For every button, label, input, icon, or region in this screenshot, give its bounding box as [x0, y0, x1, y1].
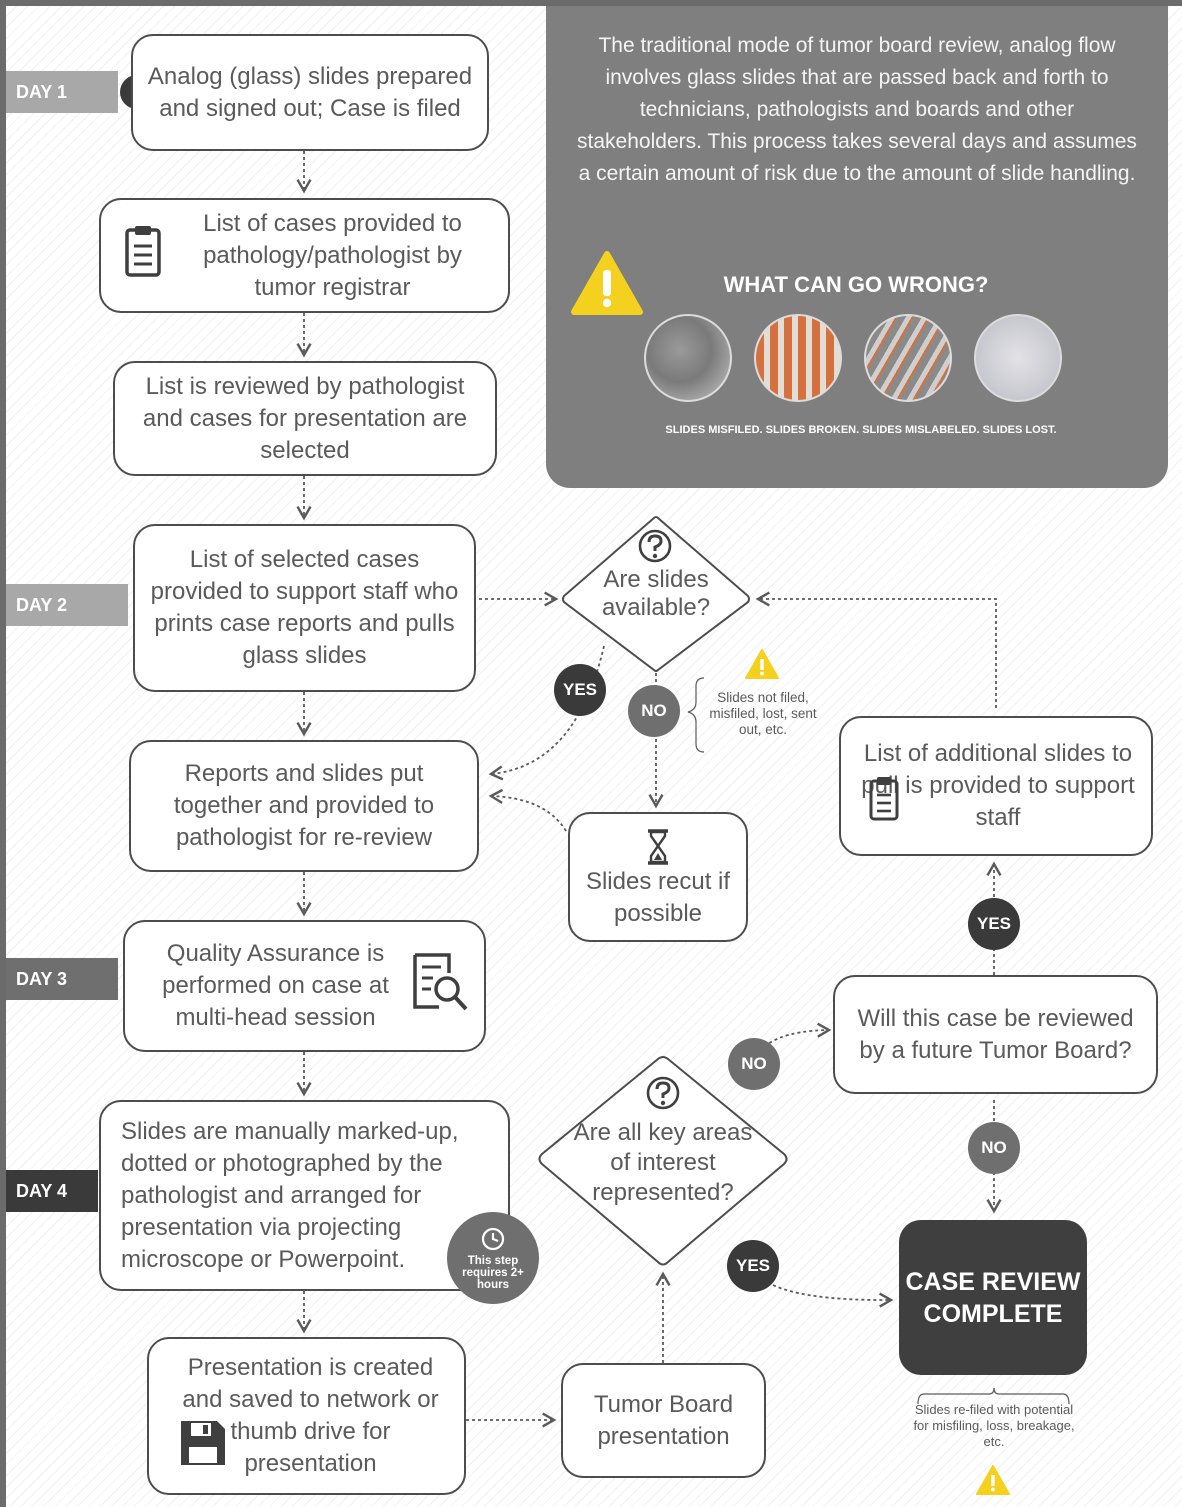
- warning-icon: [744, 648, 780, 685]
- note-slides-refiled: Slides re-filed with potential for misfi…: [913, 1402, 1075, 1449]
- photo-slides-broken: [754, 314, 842, 402]
- yes-badge-key-areas: YES: [727, 1240, 779, 1292]
- step-list-of-cases: List of cases provided to pathology/path…: [99, 198, 510, 313]
- note-slides-not-filed: Slides not filed, misfiled, lost, sent o…: [709, 690, 817, 737]
- day-4-label: DAY 4: [6, 1170, 98, 1212]
- step-slides-marked-up: Slides are manually marked-up, dotted or…: [99, 1100, 510, 1291]
- step-list-reviewed: List is reviewed by pathologist and case…: [113, 361, 497, 476]
- yes-badge-future: YES: [968, 898, 1020, 950]
- time-badge: This step requires 2+ hours: [447, 1212, 539, 1304]
- step-additional-slides: List of additional slides to pull is pro…: [839, 716, 1153, 856]
- step-reports-and-slides: Reports and slides put together and prov…: [129, 740, 479, 872]
- warning-icon-bottom: [975, 1464, 1011, 1501]
- document-search-icon: [410, 951, 470, 1022]
- step-selected-cases: List of selected cases provided to suppo…: [133, 524, 476, 692]
- no-badge-available: NO: [628, 685, 680, 737]
- day-3-label: DAY 3: [6, 958, 118, 1000]
- time-note: This step requires 2+ hours: [462, 1254, 524, 1291]
- no-badge-future: NO: [968, 1122, 1020, 1174]
- photo-slides-misfiled: [644, 314, 732, 402]
- step-future-tumor-board: Will this case be reviewed by a future T…: [833, 975, 1158, 1094]
- info-description: The traditional mode of tumor board revi…: [577, 34, 1137, 185]
- warning-icon-large: [570, 250, 644, 321]
- what-can-go-wrong-title: WHAT CAN GO WRONG?: [723, 272, 989, 297]
- question-icon: [637, 528, 673, 569]
- day-2-label: DAY 2: [6, 584, 128, 626]
- connectors: [296, 151, 1116, 1428]
- step-presentation-created: Presentation is created and saved to net…: [147, 1337, 466, 1495]
- step-quality-assurance: Quality Assurance is performed on case a…: [123, 920, 486, 1052]
- question-icon-2: [645, 1075, 681, 1116]
- case-review-complete: CASE REVIEW COMPLETE: [899, 1220, 1087, 1375]
- save-icon: [179, 1419, 227, 1476]
- step-tumor-board-presentation: Tumor Board presentation: [561, 1363, 766, 1478]
- clipboard-icon-2: [868, 776, 900, 831]
- hourglass-icon: [648, 829, 668, 865]
- no-badge-key-areas: NO: [728, 1038, 780, 1090]
- decision-slides-available: Are slides available?: [601, 566, 711, 621]
- yes-badge-available: YES: [554, 664, 606, 716]
- photo-slides-mislabeled: [864, 314, 952, 402]
- day-1-label: DAY 1: [6, 71, 118, 113]
- decision-key-areas: Are all key areas of interest represente…: [573, 1119, 753, 1206]
- photo-slides-lost: [974, 314, 1062, 402]
- clipboard-icon: [123, 224, 163, 287]
- info-panel: The traditional mode of tumor board revi…: [546, 6, 1168, 488]
- step-slides-prepared: Analog (glass) slides prepared and signe…: [131, 34, 489, 151]
- clock-icon: [481, 1227, 505, 1250]
- what-can-go-wrong-caption: SLIDES MISFILED. SLIDES BROKEN. SLIDES M…: [665, 424, 1057, 436]
- step-slides-recut: Slides recut if possible: [568, 812, 748, 942]
